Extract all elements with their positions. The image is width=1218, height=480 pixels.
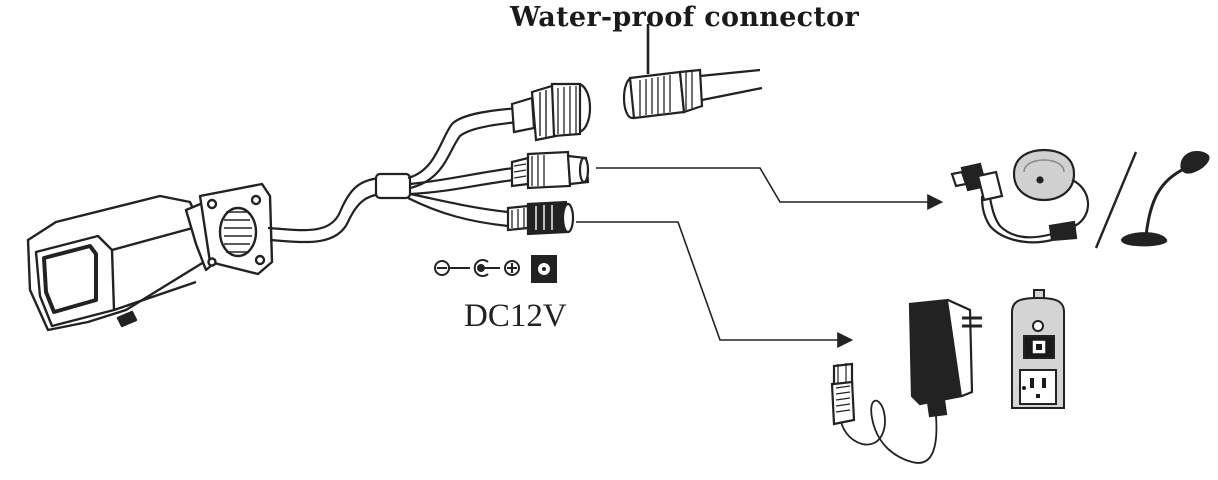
wall-outlet-icon <box>1011 289 1065 409</box>
power-arrow-line <box>576 221 854 348</box>
bullet-camera-icon <box>26 182 274 332</box>
audio-connector-icon <box>510 150 590 190</box>
waterproof-connector-icon <box>510 24 763 142</box>
audio-arrow-line <box>596 167 944 210</box>
separator-slash <box>1094 151 1138 249</box>
polarity-symbol <box>434 255 557 283</box>
pickup-microphone-icon <box>950 148 1090 244</box>
desk-microphone-icon <box>1120 150 1210 247</box>
power-connector-icon <box>506 200 575 236</box>
main-cable <box>267 106 521 244</box>
waterproof-connector-label: Water-proof connector <box>510 2 860 33</box>
dc-voltage-label: DC12V <box>464 298 567 334</box>
power-adapter-icon <box>830 298 982 464</box>
